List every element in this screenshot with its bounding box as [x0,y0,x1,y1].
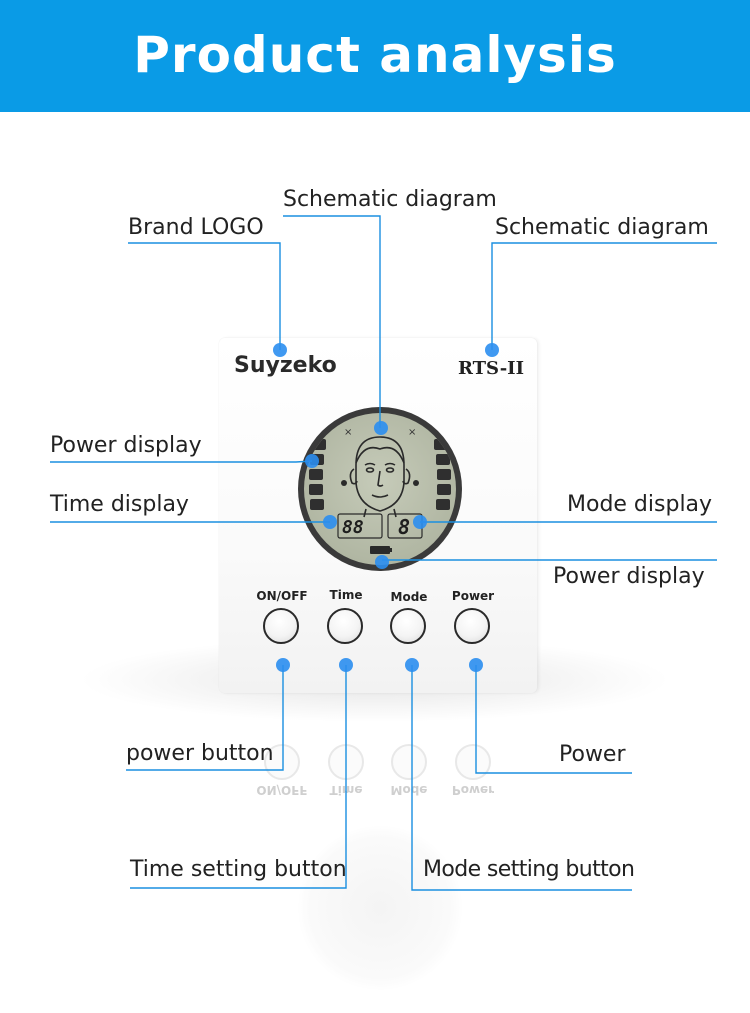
svg-text:×: × [344,427,352,438]
page-title: Product analysis [133,26,617,84]
onoff-button[interactable] [263,608,299,644]
time-digits: 88 [342,517,364,538]
lcd-screen: × × 88 8 [298,407,462,571]
callout-dots [273,343,499,672]
model-name: RTS-II [458,358,525,379]
mode-digit: 8 [398,515,410,539]
brand-logo: Suyzeko [234,353,337,378]
mode-button[interactable] [390,608,426,644]
callout-time-display: Time display [50,492,189,517]
button-reflection-mode [391,744,427,780]
callout-power-button: power button [126,741,274,766]
face-icon [349,436,411,518]
button-reflection-power [455,744,491,780]
electrode-left [341,480,347,486]
callout-mode-setting-button: Mode setting button [423,857,635,882]
label-onoff: ON/OFF [256,589,308,603]
label-time: Time [329,588,363,602]
time-button[interactable] [327,608,363,644]
power-button[interactable] [454,608,490,644]
electrode-right [413,480,419,486]
header-banner: Product analysis [0,0,750,112]
callout-power-display-left: Power display [50,433,202,458]
lcd-reflection [298,826,462,990]
callout-schematic-right: Schematic diagram [495,215,709,240]
callout-power: Power [559,742,626,767]
lcd-display: × × 88 8 [304,413,456,565]
callout-power-display-right: Power display [553,564,705,589]
svg-text:×: × [408,427,416,438]
callout-brand-logo: Brand LOGO [128,215,264,240]
callout-schematic-top: Schematic diagram [283,187,497,212]
label-mode: Mode [390,590,428,604]
time-box [337,513,383,539]
battery-icon [370,546,390,554]
button-reflection-onoff [264,744,300,780]
callout-time-setting-button: Time setting button [130,857,347,882]
label-power: Power [451,589,495,603]
callout-mode-display: Mode display [567,492,713,517]
